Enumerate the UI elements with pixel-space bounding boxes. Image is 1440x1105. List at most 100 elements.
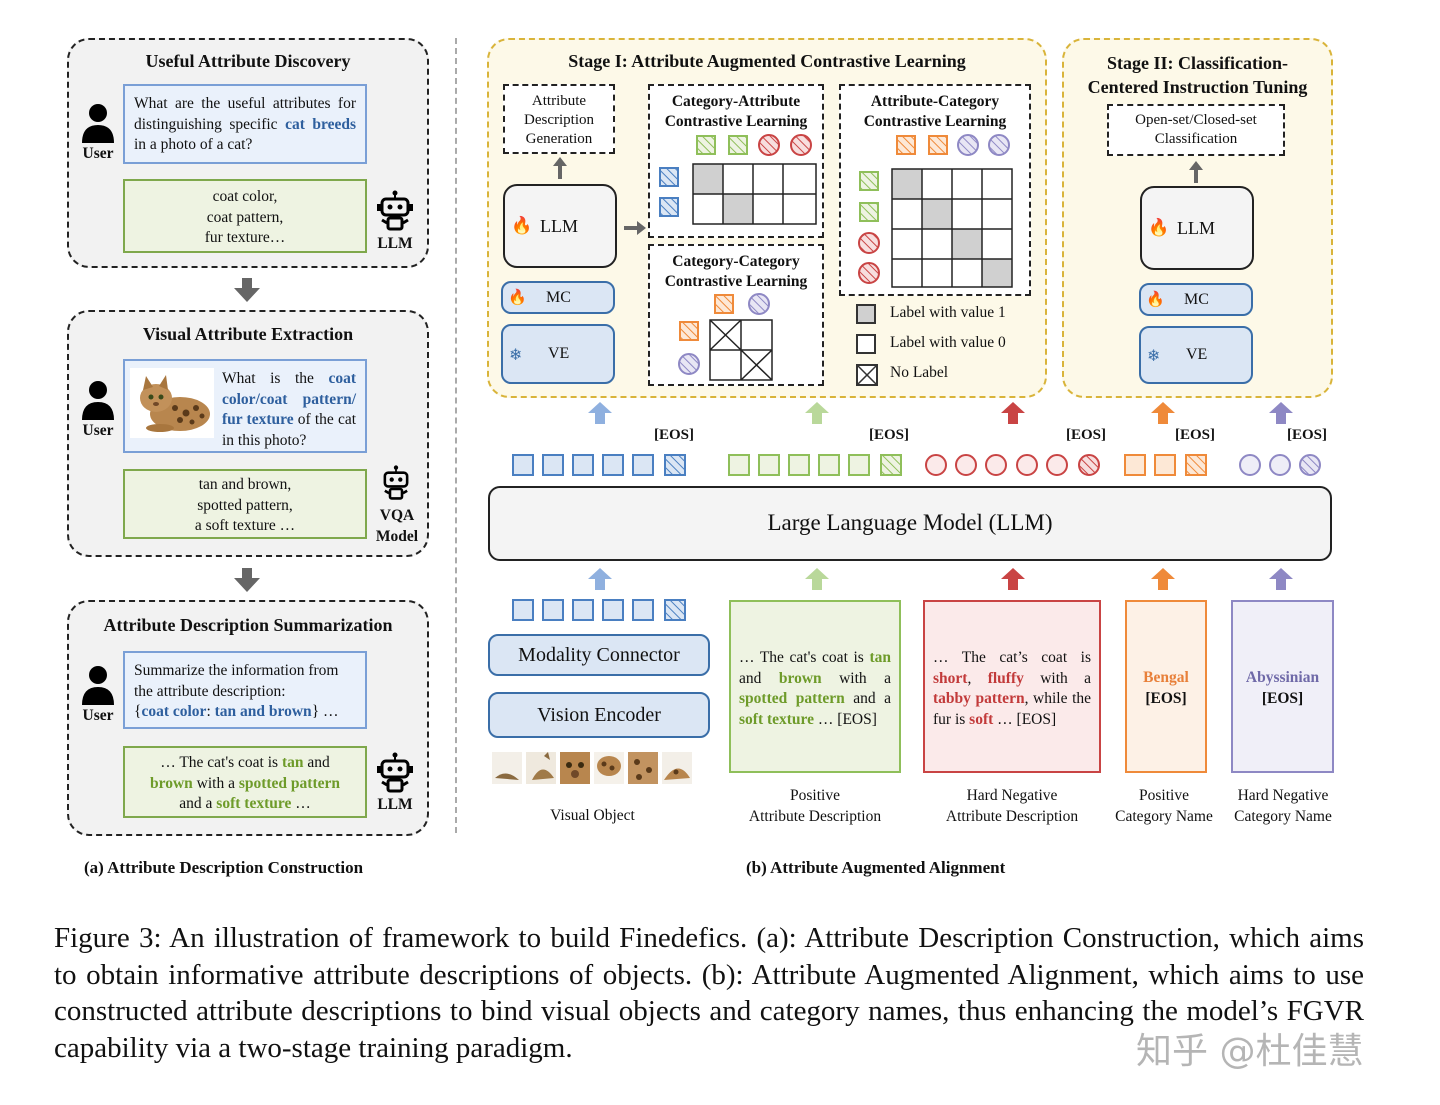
- arrow-up-icon: [1189, 161, 1203, 183]
- arrow-up-icon: [1269, 402, 1293, 424]
- user-icon: [82, 381, 114, 420]
- watermark: 知乎 @杜佳慧: [1136, 1031, 1364, 1072]
- category-attribute-matrix: [659, 134, 817, 225]
- desc-text: … The cat’s coat is: [933, 649, 1091, 666]
- user-icon: [82, 666, 114, 705]
- desc-text: and a: [844, 690, 891, 707]
- user-label: User: [82, 422, 114, 439]
- answer-line: spotted pattern,: [197, 496, 293, 514]
- answer-text: and: [303, 754, 330, 771]
- sub-title-line: Contrastive Learning: [863, 113, 1007, 130]
- flame-icon: 🔥: [508, 288, 527, 306]
- modality-connector-label: Modality Connector: [518, 644, 680, 666]
- desc-text: , while the fur is: [933, 690, 1092, 728]
- llm-label: LLM: [540, 216, 578, 236]
- sub-title-line: Contrastive Learning: [664, 113, 808, 130]
- question-line: Summarize the information from: [134, 662, 339, 679]
- answer-text: … The cat's coat is: [160, 754, 282, 771]
- category-category-matrix: [678, 293, 773, 381]
- summarization-question: Summarize the information from the attri…: [123, 651, 367, 729]
- desc-highlight: brown: [778, 669, 822, 687]
- attribute-description-generation-box: Attribute Description Generation: [503, 84, 615, 154]
- label-line: Category Name: [1234, 807, 1332, 825]
- output-token-row: [512, 454, 1321, 476]
- legend-swatch-value-0: [856, 334, 876, 354]
- eos-label: [EOS]: [654, 427, 695, 443]
- visual-object-patches: [492, 752, 692, 784]
- question-line: {coat color: tan and brown} …: [134, 702, 356, 723]
- stage-2-mc-box: 🔥 MC: [1139, 283, 1253, 316]
- positive-category-name-label: Positive Category Name: [1106, 786, 1222, 827]
- stage-2-title: Stage II: Classification- Centered Instr…: [1064, 51, 1331, 99]
- box-line: Open-set/Closed-set: [1135, 112, 1257, 128]
- answer-line: brown with a spotted pattern: [125, 774, 365, 795]
- legend-label: Label with value 1: [890, 304, 1006, 321]
- desc-text: … [EOS]: [814, 710, 877, 728]
- desc-text: with a: [821, 669, 891, 687]
- mc-label: MC: [546, 289, 571, 306]
- arrow-up-icon: [553, 157, 567, 179]
- visual-token-row: [512, 599, 686, 621]
- question-text: {: [134, 703, 142, 720]
- question-highlight: cat breeds: [285, 115, 356, 133]
- positive-category-name-box: Bengal [EOS]: [1125, 600, 1207, 773]
- desc-highlight: short: [933, 669, 968, 687]
- figure-caption: Figure 3: An illustration of framework t…: [54, 922, 1364, 1064]
- answer-text: with a: [192, 774, 239, 792]
- eos-token: [EOS]: [1145, 689, 1187, 707]
- legend-label: No Label: [890, 364, 949, 381]
- question-text: What are the useful attributes for disti…: [134, 95, 356, 133]
- arrow-up-icon: [1151, 402, 1175, 424]
- snowflake-icon: ❄: [509, 345, 523, 364]
- stage-1-ve-box: ❄ VE: [501, 324, 615, 384]
- answer-text: and a: [179, 795, 217, 812]
- visual-object-label: Visual Object: [550, 807, 635, 824]
- answer-highlight: soft texture: [216, 795, 292, 812]
- flame-icon: 🔥: [1146, 290, 1165, 308]
- positive-attribute-description-label: Positive Attribute Description: [725, 786, 905, 827]
- eos-token: [EOS]: [1261, 689, 1304, 707]
- desc-highlight: tan: [869, 649, 891, 666]
- ve-label: VE: [1186, 346, 1208, 363]
- stage-1-llm-box: 🔥 LLM: [503, 184, 617, 268]
- sub-title-line: Attribute-Category: [870, 93, 1000, 110]
- large-language-model-bar: Large Language Model (LLM): [488, 486, 1332, 561]
- arrow-up-icon: [1269, 568, 1293, 590]
- cat-image: [130, 368, 214, 438]
- panel-divider: [455, 38, 457, 833]
- hard-negative-attribute-description-box: … The cat’s coat is short, fluffy with a…: [923, 600, 1101, 773]
- robot-icon: [377, 752, 413, 793]
- arrow-up-icon: [805, 402, 829, 424]
- eos-label: [EOS]: [1066, 427, 1107, 443]
- arrow-down-icon: [234, 568, 260, 592]
- modality-connector-box: Modality Connector: [488, 634, 710, 676]
- answer-highlight: brown: [149, 774, 193, 792]
- category-name: Abyssinian: [1245, 669, 1320, 686]
- label-line: Hard Negative: [1237, 787, 1329, 804]
- ve-label: VE: [548, 345, 570, 362]
- llm-bar-label: Large Language Model (LLM): [767, 510, 1053, 535]
- question-highlight: coat color/coat pattern/ fur texture: [222, 370, 356, 428]
- arrow-down-icon: [234, 278, 260, 302]
- model-label: Model: [375, 528, 419, 545]
- answer-line: … The cat's coat is tan and: [125, 753, 365, 774]
- panel-a-caption: (a) Attribute Description Construction: [84, 858, 364, 877]
- summarization-answer: … The cat's coat is tan and brown with a…: [123, 746, 367, 818]
- box-line: Classification: [1154, 131, 1238, 147]
- extraction-answer: tan and brown, spotted pattern, a soft t…: [123, 469, 367, 539]
- box-line: Attribute: [531, 93, 587, 109]
- robot-icon: [383, 465, 409, 500]
- desc-highlight: tabby pattern: [933, 690, 1025, 707]
- desc-highlight: soft texture: [739, 710, 815, 728]
- snowflake-icon: ❄: [1147, 346, 1161, 365]
- llm-label: LLM: [1177, 218, 1215, 238]
- eos-label: [EOS]: [1287, 427, 1328, 443]
- desc-highlight: soft: [969, 710, 994, 728]
- vision-encoder-label: Vision Encoder: [537, 704, 661, 726]
- question-text: :: [206, 703, 215, 720]
- panel-b-caption: (b) Attribute Augmented Alignment: [746, 858, 1006, 877]
- answer-line: coat color,: [212, 188, 278, 205]
